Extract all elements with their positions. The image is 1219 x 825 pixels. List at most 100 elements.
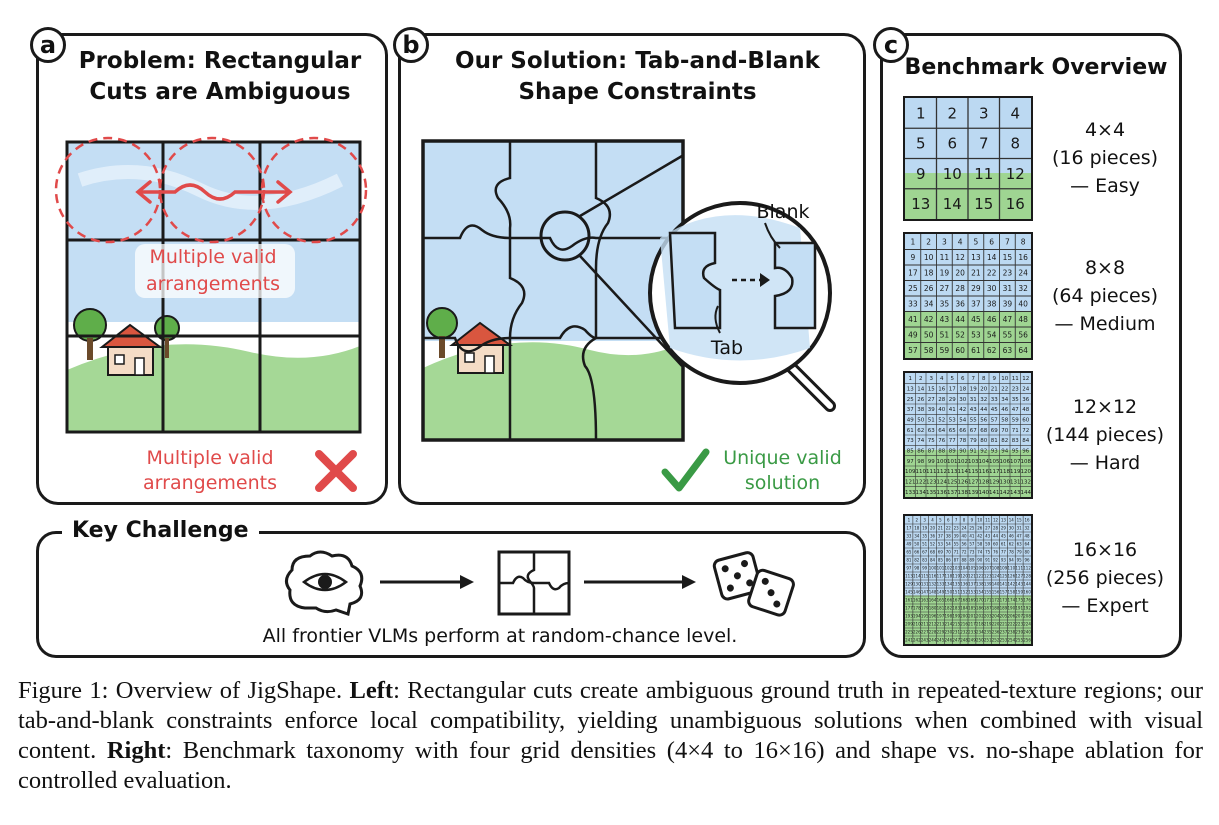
level-hard: 12×12 (144 pieces) — Hard bbox=[1045, 396, 1165, 474]
piece-number: 225 bbox=[905, 629, 913, 634]
piece-number: 17 bbox=[906, 525, 912, 530]
panel-b-title-line1: Our Solution: Tab-and-Blank bbox=[455, 48, 820, 74]
piece-number: 120 bbox=[1021, 469, 1032, 475]
piece-number: 33 bbox=[908, 299, 918, 308]
piece-number: 125 bbox=[947, 479, 958, 485]
sky-area bbox=[423, 141, 683, 341]
piece-number: 159 bbox=[1015, 589, 1023, 594]
piece-number: 93 bbox=[991, 448, 998, 454]
piece-number: 61 bbox=[971, 346, 981, 355]
piece-number: 135 bbox=[952, 581, 960, 586]
panel-b-result-label: Unique valid solution bbox=[723, 447, 842, 494]
piece-number: 23 bbox=[1003, 268, 1013, 277]
piece-number: 98 bbox=[917, 459, 924, 465]
piece-number: 121 bbox=[905, 479, 916, 485]
piece-number: 87 bbox=[928, 448, 935, 454]
piece-number: 41 bbox=[949, 407, 956, 413]
piece-number: 191 bbox=[1015, 605, 1023, 610]
piece-number: 3 bbox=[979, 104, 989, 122]
piece-number: 107 bbox=[1010, 459, 1021, 465]
house-icon bbox=[449, 321, 514, 374]
piece-number: 85 bbox=[938, 557, 944, 562]
piece-number: 85 bbox=[907, 448, 914, 454]
piece-number: 108 bbox=[1021, 459, 1032, 465]
piece-number: 99 bbox=[928, 459, 935, 465]
piece-number: 115 bbox=[921, 573, 929, 578]
piece-number: 38 bbox=[917, 407, 924, 413]
piece-number: 195 bbox=[921, 613, 929, 618]
piece-number: 22 bbox=[987, 268, 997, 277]
piece-number: 39 bbox=[1003, 299, 1013, 308]
piece-number: 38 bbox=[946, 533, 952, 538]
piece-number: 114 bbox=[958, 469, 969, 475]
piece-number: 42 bbox=[959, 407, 966, 413]
piece-number: 45 bbox=[991, 407, 998, 413]
piece-number: 58 bbox=[977, 541, 983, 546]
piece-number: 2 bbox=[916, 517, 919, 522]
piece-number: 102 bbox=[958, 459, 969, 465]
piece-number: 4 bbox=[940, 376, 944, 382]
piece-number: 50 bbox=[914, 541, 920, 546]
piece-number: 130 bbox=[1000, 479, 1011, 485]
piece-number: 60 bbox=[993, 541, 999, 546]
piece-number: 82 bbox=[1001, 438, 1008, 444]
piece-number: 133 bbox=[905, 490, 916, 496]
piece-number: 80 bbox=[1025, 549, 1031, 554]
piece-number: 90 bbox=[959, 448, 966, 454]
piece-number: 90 bbox=[977, 557, 983, 562]
piece-number: 59 bbox=[940, 346, 950, 355]
piece-number: 16 bbox=[1025, 517, 1031, 522]
piece-number: 14 bbox=[943, 195, 962, 213]
piece-number: 156 bbox=[992, 589, 1000, 594]
piece-number: 121 bbox=[968, 573, 976, 578]
piece-number: 215 bbox=[952, 621, 960, 626]
piece-number: 79 bbox=[1017, 549, 1023, 554]
piece-number: 21 bbox=[938, 525, 944, 530]
piece-number: 174 bbox=[1007, 597, 1015, 602]
piece-number: 134 bbox=[944, 581, 952, 586]
piece-number: 65 bbox=[906, 549, 912, 554]
piece-number: 106 bbox=[1000, 459, 1011, 465]
piece-number: 24 bbox=[1018, 268, 1028, 277]
checkmark-icon bbox=[661, 448, 710, 492]
panel-a-badge: a bbox=[30, 27, 66, 63]
piece-number: 25 bbox=[908, 284, 918, 293]
piece-number: 50 bbox=[917, 417, 924, 423]
piece-number: 21 bbox=[991, 386, 998, 392]
piece-number: 28 bbox=[993, 525, 999, 530]
piece-number: 183 bbox=[952, 605, 960, 610]
piece-number: 146 bbox=[913, 589, 921, 594]
piece-number: 67 bbox=[970, 428, 977, 434]
piece-number: 74 bbox=[917, 438, 924, 444]
piece-number: 27 bbox=[940, 284, 950, 293]
piece-number: 162 bbox=[913, 597, 921, 602]
piece-number: 14 bbox=[917, 386, 924, 392]
piece-number: 135 bbox=[926, 490, 937, 496]
piece-number: 2 bbox=[947, 104, 957, 122]
piece-number: 124 bbox=[992, 573, 1000, 578]
cross-icon bbox=[315, 450, 357, 492]
piece-number: 106 bbox=[976, 565, 984, 570]
piece-number: 77 bbox=[949, 438, 956, 444]
piece-number: 51 bbox=[922, 541, 928, 546]
piece-number: 108 bbox=[992, 565, 1000, 570]
piece-number: 19 bbox=[922, 525, 928, 530]
panel-b-badge: b bbox=[393, 27, 429, 63]
piece-number: 99 bbox=[922, 565, 928, 570]
piece-number: 196 bbox=[929, 613, 937, 618]
tab-label: Tab bbox=[710, 337, 744, 359]
piece-number: 129 bbox=[905, 581, 913, 586]
piece-number: 58 bbox=[1001, 417, 1008, 423]
piece-number: 34 bbox=[924, 299, 934, 308]
caption-left-bold: Left bbox=[349, 677, 394, 704]
piece-number: 86 bbox=[946, 557, 952, 562]
piece-number: 11 bbox=[1012, 376, 1019, 382]
piece-number: 207 bbox=[1015, 613, 1023, 618]
piece-number: 180 bbox=[929, 605, 937, 610]
tab-pointer-arrow bbox=[714, 305, 721, 334]
piece-number: 101 bbox=[937, 565, 945, 570]
piece-number: 1 bbox=[909, 376, 913, 382]
